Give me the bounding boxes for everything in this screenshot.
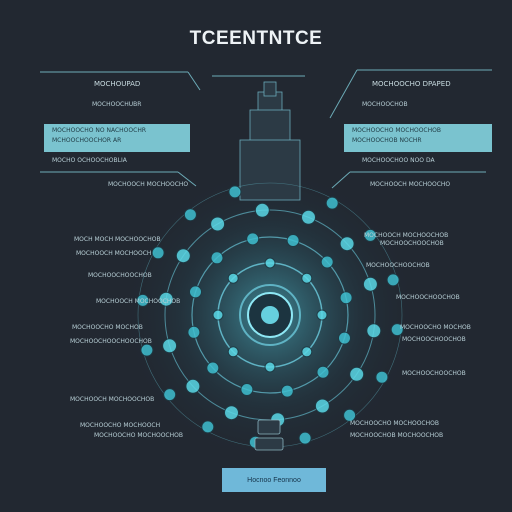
node [264, 257, 276, 269]
node [316, 309, 328, 321]
node [301, 346, 313, 358]
page-title: TCEENTNTCE [189, 28, 323, 49]
node [201, 420, 215, 434]
left-note: MOCHOOCH MOCHOOCHO [108, 181, 189, 188]
node [375, 370, 389, 384]
node [158, 291, 174, 307]
node [343, 408, 357, 422]
node [246, 232, 260, 246]
node [362, 276, 378, 292]
left-subheading: MOCHOOCHUBR [92, 101, 142, 108]
connector-lines [40, 69, 492, 189]
node [363, 228, 377, 242]
node [366, 323, 382, 339]
node [227, 346, 239, 358]
node [227, 272, 239, 284]
node [325, 196, 339, 210]
left-caption: MOCHO OCHOOCHOBLIA [52, 157, 127, 164]
node [183, 208, 197, 222]
node [390, 323, 404, 337]
left-callout: MOCH MOCH MOCHOOCHOB [74, 236, 161, 243]
node [228, 185, 242, 199]
left-callout: MOCHOOCH MOCHOOCH [76, 250, 152, 257]
right-callout: MOCHOOCHOOCHOB [366, 262, 430, 269]
node [301, 272, 313, 284]
left-callout: MOCHOOCH MOCHOOCHOB [70, 396, 155, 403]
left-callout: MOCHOOCHO MOCHOB [72, 324, 143, 331]
right-subheading: MOCHOOCHOB [362, 101, 408, 108]
right-callout: MOCHOOCHO MOCHOB [400, 324, 471, 331]
right-callout: MOCHOOCHOOCHOB [396, 294, 460, 301]
node [189, 285, 202, 299]
node [338, 331, 351, 345]
right-heading: MOCHOOCHO DPAPED [372, 80, 451, 88]
node [339, 236, 355, 252]
node [212, 309, 224, 321]
right-panel-line: MOCHOOCHO MOCHOOCHOB [352, 127, 441, 134]
node [314, 398, 330, 414]
right-panel-line: MOCHOOCHOB NOCHR [352, 137, 422, 144]
node [386, 273, 400, 287]
right-info-panel: MOCHOOCHO MOCHOOCHOB MOCHOOCHOB NOCHR [344, 124, 492, 152]
node [210, 251, 224, 265]
node [280, 384, 294, 398]
right-callout: MOCHOOCHOOCHOB [402, 370, 466, 377]
node [151, 246, 165, 260]
node [320, 255, 334, 269]
node [264, 361, 276, 373]
node [210, 216, 226, 232]
action-button[interactable]: Hocnoo Feonnoo [222, 468, 326, 492]
node [298, 431, 312, 445]
right-callout: MOCHOOCHOOCHOB [380, 240, 444, 247]
node [240, 383, 254, 396]
node [162, 338, 178, 354]
node [349, 366, 365, 382]
node [175, 248, 191, 264]
node [316, 365, 330, 379]
node [224, 405, 239, 421]
central-tower [239, 81, 301, 201]
right-callout: MOCHOOCH MOCHOOCHOB [364, 232, 449, 239]
node [206, 361, 220, 375]
right-caption: MOCHOOCHOO NOO DA [362, 157, 435, 164]
node [163, 388, 177, 402]
right-callout: MOCHOOCHO MOCHOOCHOB [350, 420, 439, 427]
left-panel-line: MCHOOCHOOCHOR AR [52, 137, 122, 144]
bottom-badges [254, 419, 284, 451]
left-callout: MOCHOOCHO MOCHOOCHOB [94, 432, 183, 439]
left-callout: MOCHOOCHOOCHOOCHOB [70, 338, 152, 345]
node [254, 202, 270, 218]
node [286, 234, 300, 247]
left-heading: MOCHOUPAD [94, 80, 141, 88]
right-callout: MOCHOOCHOOCHOB [402, 336, 466, 343]
node [140, 343, 154, 357]
left-panel-line: MOCHOOCHO NO NACHOOCHR [52, 127, 146, 134]
left-callout: MOCHOOCH MOCHOOCHOB [96, 298, 181, 305]
node [339, 291, 353, 305]
node [301, 209, 316, 225]
left-callout: MOCHOOCHO MOCHOOCH [80, 422, 161, 429]
left-callout: MOCHOOCHOOCHOB [88, 272, 152, 279]
node [187, 325, 201, 339]
node [136, 293, 150, 307]
node [185, 378, 201, 394]
right-callout: MOCHOOCHOB MOCHOOCHOB [350, 432, 444, 439]
right-note: MOCHOOCH MOCHOOCHO [370, 181, 451, 188]
left-info-panel: MOCHOOCHO NO NACHOOCHR MCHOOCHOOCHOR AR [44, 124, 190, 152]
